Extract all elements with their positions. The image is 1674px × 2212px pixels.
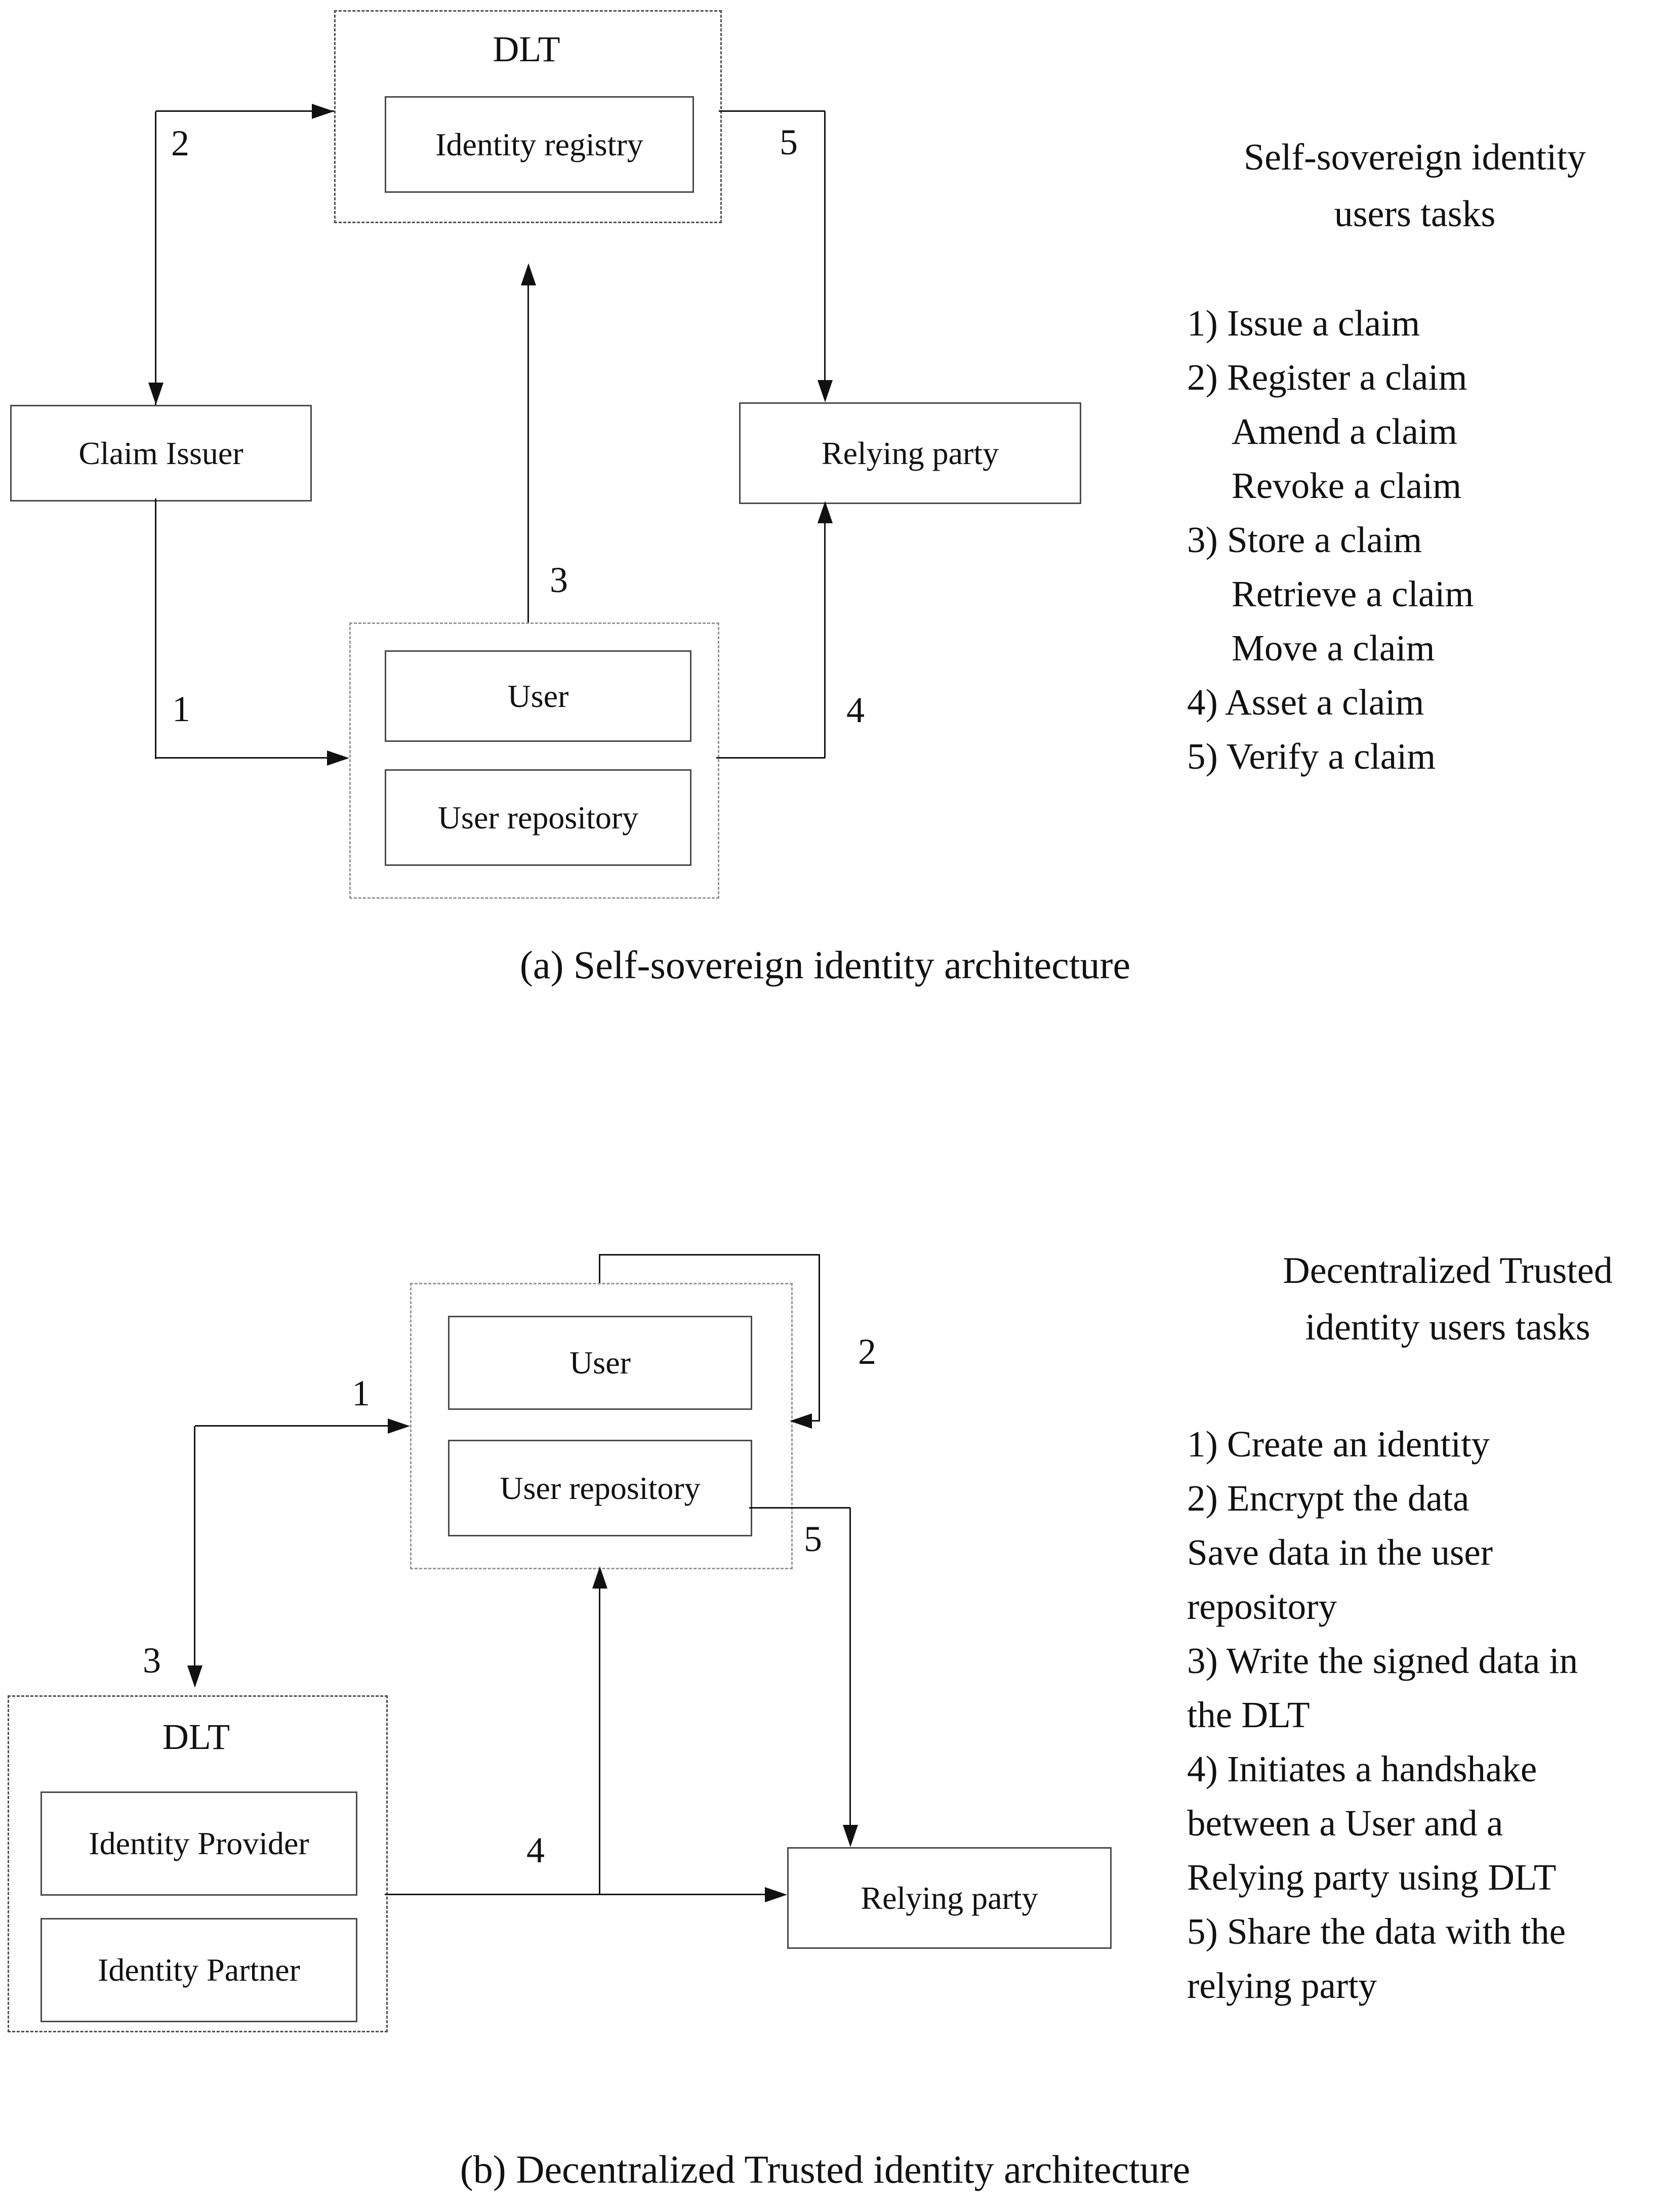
task-item: 3) Store a claim xyxy=(1187,519,1422,560)
identity-provider-box: Identity Provider xyxy=(40,1791,357,1896)
task-item: 5) Verify a claim xyxy=(1187,736,1436,777)
task-item: the DLT xyxy=(1187,1694,1310,1735)
task-item: Relying party using DLT xyxy=(1187,1857,1557,1898)
dlt-group-b xyxy=(8,1695,388,2032)
arrow-2b-loop-top-line xyxy=(599,1254,820,1256)
relying-party-box-a: Relying party xyxy=(739,402,1081,504)
arrow-3a-up-arrowhead xyxy=(521,263,536,285)
task-item: Retrieve a claim xyxy=(1232,573,1474,614)
task-item: Revoke a claim xyxy=(1232,465,1462,506)
identity-partner-box: Identity Partner xyxy=(40,1918,357,2022)
relying-party-box-b: Relying party xyxy=(787,1847,1112,1949)
task-item: between a User and a xyxy=(1187,1803,1503,1844)
arrow-2b-loop-bottom-line xyxy=(812,1420,820,1422)
task-item: relying party xyxy=(1187,1965,1377,2006)
tasks-title-a-line1: Self-sovereign identity xyxy=(1243,137,1586,178)
arrow-2b-loop-left-line xyxy=(599,1255,600,1283)
user-box-a: User xyxy=(385,650,691,742)
arrow-4a-label: 4 xyxy=(846,690,865,730)
arrow-5a-horizontal-line xyxy=(719,110,825,112)
arrow-5b-down-arrowhead xyxy=(843,1825,858,1847)
tasks-title-b: Decentralized Trusted identity users tas… xyxy=(1210,1242,1674,1356)
arrow-3a-vertical-line xyxy=(527,285,529,622)
task-item: repository xyxy=(1187,1586,1337,1627)
task-item: 3) Write the signed data in xyxy=(1187,1640,1578,1681)
caption-b: (b) Decentralized Trusted identity archi… xyxy=(460,2147,1191,2191)
task-item: Save data in the user xyxy=(1187,1532,1493,1573)
arrow-1b-label: 1 xyxy=(352,1373,370,1413)
arrow-5b-label: 5 xyxy=(804,1519,822,1559)
arrow-2a-right-arrowhead xyxy=(312,104,334,119)
user-repository-box-b: User repository xyxy=(448,1440,752,1536)
arrow-5a-vertical-line xyxy=(824,111,826,381)
arrow-5b-horizontal-line xyxy=(749,1507,850,1509)
task-item: 5) Share the data with the xyxy=(1187,1911,1566,1952)
caption-a: (a) Self-sovereign identity architecture xyxy=(519,943,1131,987)
arrow-5a-label: 5 xyxy=(780,122,798,162)
arrow-5b-vertical-line xyxy=(849,1508,851,1825)
arrow-2b-left-arrowhead xyxy=(790,1413,812,1429)
arrow-4b-up-arrowhead xyxy=(592,1566,607,1589)
arrow-1a-right-arrowhead xyxy=(327,750,349,766)
dlt-group-b-title: DLT xyxy=(162,1717,230,1757)
tasks-title-a: Self-sovereign identity users tasks xyxy=(1190,129,1640,242)
arrow-4a-horizontal-line xyxy=(716,757,825,759)
dlt-group-a xyxy=(334,10,722,223)
arrow-5a-down-arrowhead xyxy=(818,380,833,402)
arrow-2a-vertical-line xyxy=(155,111,156,405)
arrow-2b-label: 2 xyxy=(858,1331,876,1372)
dlt-group-a-title: DLT xyxy=(493,29,560,69)
arrow-4b-label: 4 xyxy=(526,1830,545,1870)
user-group-a xyxy=(349,622,719,899)
user-box-b: User xyxy=(448,1316,752,1410)
task-item: 1) Issue a claim xyxy=(1187,303,1420,344)
arrow-1a-vertical-line xyxy=(155,498,156,759)
arrow-4a-vertical-line xyxy=(824,522,826,758)
identity-registry-box: Identity registry xyxy=(385,96,694,193)
arrow-4b-right-arrowhead xyxy=(765,1887,787,1902)
arrow-1a-horizontal-line xyxy=(156,757,327,759)
tasks-title-b-line2: identity users tasks xyxy=(1305,1307,1590,1348)
arrow-1b-right-arrowhead xyxy=(388,1418,410,1434)
arrow-4b-horizontal-line xyxy=(385,1894,765,1895)
claim-issuer-box: Claim Issuer xyxy=(10,405,312,502)
arrow-1a-label: 1 xyxy=(172,689,190,729)
task-item: 2) Register a claim xyxy=(1187,357,1467,398)
tasks-list-b: 1) Create an identity 2) Encrypt the data… xyxy=(1187,1417,1578,2013)
arrow-4a-up-arrowhead xyxy=(818,501,833,523)
arrow-3b-vertical-line xyxy=(194,1426,195,1665)
tasks-title-a-line2: users tasks xyxy=(1334,193,1496,235)
arrow-3a-label: 3 xyxy=(550,560,568,600)
tasks-title-b-line1: Decentralized Trusted xyxy=(1283,1250,1613,1291)
arrow-2b-loop-right-line xyxy=(819,1255,820,1421)
arrow-3b-label: 3 xyxy=(143,1640,161,1681)
arrow-3b-down-arrowhead xyxy=(187,1665,202,1688)
arrow-2a-down-arrowhead xyxy=(148,383,164,405)
arrow-4b-branch-vertical-line xyxy=(599,1589,600,1894)
user-repository-box-a: User repository xyxy=(385,769,691,866)
task-item: Move a claim xyxy=(1232,628,1435,669)
task-item: 1) Create an identity xyxy=(1187,1424,1490,1465)
arrow-2a-label: 2 xyxy=(171,123,189,163)
task-item: Amend a claim xyxy=(1232,411,1457,452)
task-item: 4) Asset a claim xyxy=(1187,682,1424,723)
arrow-2a-horizontal-line xyxy=(156,110,334,112)
task-item: 2) Encrypt the data xyxy=(1187,1478,1469,1519)
task-item: 4) Initiates a handshake xyxy=(1187,1748,1537,1789)
arrow-1b-horizontal-line xyxy=(195,1425,388,1427)
